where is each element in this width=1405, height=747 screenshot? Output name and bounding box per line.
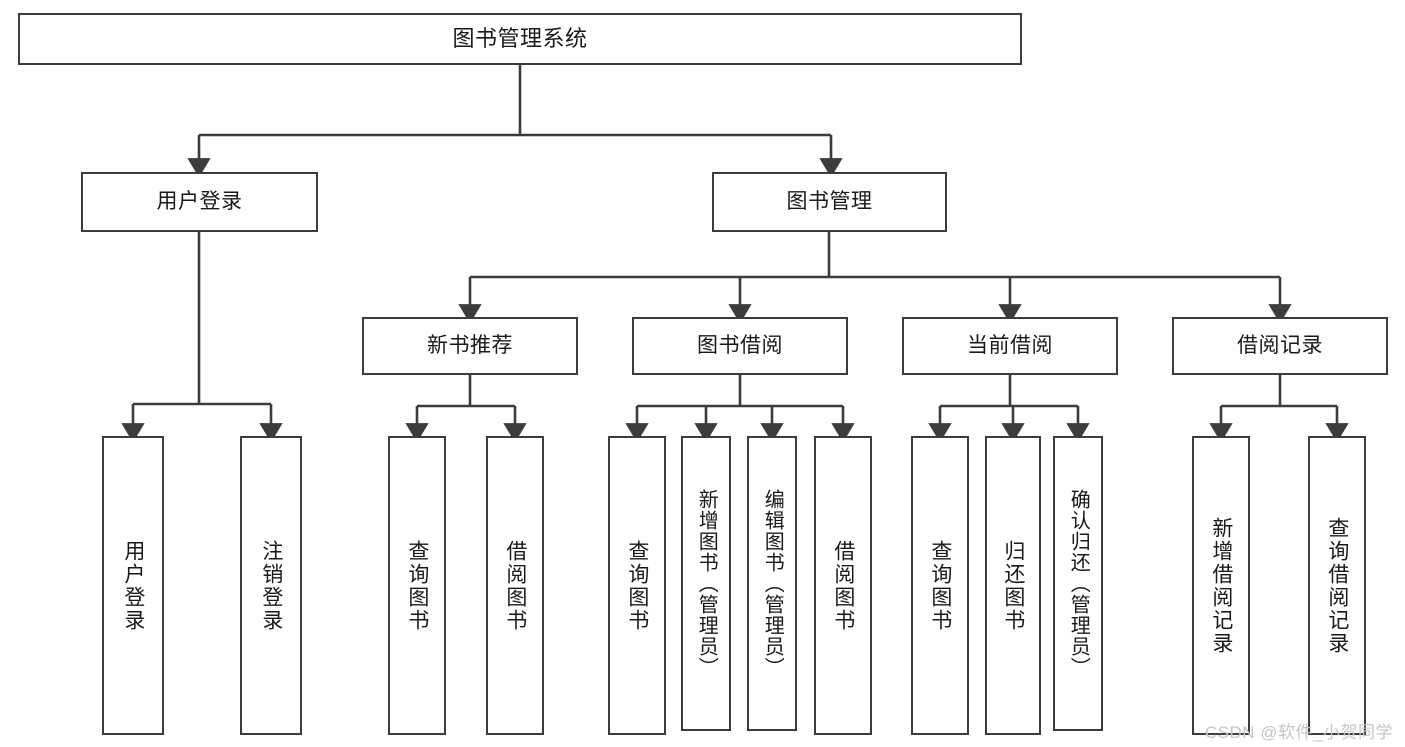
node-book-borrow[interactable]: 图书借阅 — [632, 317, 848, 375]
node-current-borrow[interactable]: 当前借阅 — [902, 317, 1118, 375]
node-leaf-user-login-label: 用户登录 — [121, 539, 145, 632]
node-user-login[interactable]: 用户登录 — [81, 172, 318, 232]
node-leaf-query-borrow-record[interactable]: 查询借阅记录 — [1308, 436, 1366, 735]
node-leaf-query-book-b-label: 查询图书 — [625, 539, 649, 632]
node-new-book-recommend[interactable]: 新书推荐 — [362, 317, 578, 375]
node-root-label: 图书管理系统 — [452, 26, 588, 52]
node-leaf-user-login[interactable]: 用户登录 — [102, 436, 164, 735]
node-leaf-query-book-b[interactable]: 查询图书 — [608, 436, 666, 735]
node-leaf-edit-book-admin[interactable]: 编辑图书（管理员） — [747, 436, 797, 731]
node-book-management[interactable]: 图书管理 — [712, 172, 947, 232]
node-leaf-query-book-a[interactable]: 查询图书 — [388, 436, 446, 735]
node-leaf-add-borrow-record-label: 新增借阅记录 — [1209, 516, 1233, 655]
node-leaf-borrow-book-a[interactable]: 借阅图书 — [486, 436, 544, 735]
node-leaf-add-book-admin-label: 新增图书（管理员） — [695, 489, 718, 678]
node-leaf-query-book-c-label: 查询图书 — [928, 539, 952, 632]
node-current-borrow-label: 当前借阅 — [967, 333, 1053, 357]
node-leaf-query-book-c[interactable]: 查询图书 — [911, 436, 969, 735]
node-leaf-confirm-return-admin-label: 确认归还（管理员） — [1067, 489, 1090, 678]
node-book-borrow-label: 图书借阅 — [697, 333, 783, 357]
node-leaf-borrow-book-b-label: 借阅图书 — [831, 539, 855, 632]
node-leaf-user-logout-label: 注销登录 — [259, 539, 283, 632]
node-leaf-user-logout[interactable]: 注销登录 — [240, 436, 302, 735]
node-leaf-query-book-a-label: 查询图书 — [405, 539, 429, 632]
node-leaf-return-book[interactable]: 归还图书 — [985, 436, 1041, 735]
watermark-text: CSDN @软件_小贺同学 — [1204, 723, 1393, 742]
node-borrow-record-label: 借阅记录 — [1237, 333, 1323, 357]
node-leaf-confirm-return-admin[interactable]: 确认归还（管理员） — [1053, 436, 1103, 731]
node-user-login-label: 用户登录 — [156, 189, 243, 213]
node-leaf-borrow-book-a-label: 借阅图书 — [503, 539, 527, 632]
node-new-book-recommend-label: 新书推荐 — [427, 333, 513, 357]
node-borrow-record[interactable]: 借阅记录 — [1172, 317, 1388, 375]
node-leaf-query-borrow-record-label: 查询借阅记录 — [1325, 516, 1349, 655]
node-book-management-label: 图书管理 — [786, 189, 873, 213]
node-leaf-add-book-admin[interactable]: 新增图书（管理员） — [681, 436, 731, 731]
node-leaf-add-borrow-record[interactable]: 新增借阅记录 — [1192, 436, 1250, 735]
node-leaf-borrow-book-b[interactable]: 借阅图书 — [814, 436, 872, 735]
node-leaf-edit-book-admin-label: 编辑图书（管理员） — [761, 489, 784, 678]
node-leaf-return-book-label: 归还图书 — [1001, 539, 1025, 632]
node-root[interactable]: 图书管理系统 — [18, 13, 1022, 65]
